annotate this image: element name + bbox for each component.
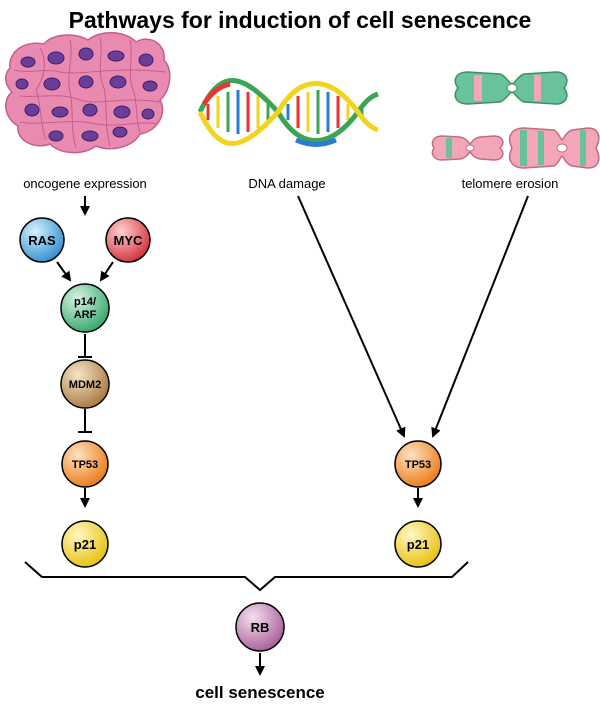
- node-tp53-left-label: TP53: [72, 459, 98, 471]
- chromosomes-illustration: [431, 71, 600, 169]
- node-mdm2-label: MDM2: [69, 379, 101, 391]
- chromosome-medium: [508, 127, 600, 169]
- node-tp53-right: TP53: [394, 440, 442, 488]
- source-label-oncogene: oncogene expression: [23, 176, 147, 191]
- chromosome-large: [454, 71, 568, 105]
- node-p21-right-label: p21: [407, 537, 429, 552]
- node-p21-left-label: p21: [74, 537, 96, 552]
- dna-helix-illustration: [197, 78, 379, 147]
- node-p14-label-line2: ARF: [74, 309, 97, 321]
- chromosome-small: [431, 135, 504, 161]
- outcome-cell-senescence: cell senescence: [195, 683, 324, 702]
- node-mdm2: MDM2: [60, 359, 110, 409]
- arrow-ras-to-p14: [56, 261, 72, 282]
- arrow-myc-to-p14: [99, 261, 114, 282]
- convergence-bracket: [24, 561, 469, 592]
- node-p21-left: p21: [61, 520, 109, 568]
- node-p21-right: p21: [394, 520, 442, 568]
- diagram-title: Pathways for induction of cell senescenc…: [69, 7, 532, 33]
- node-myc: MYC: [105, 217, 151, 263]
- node-tp53-left: TP53: [61, 440, 109, 488]
- node-myc-label: MYC: [114, 233, 144, 248]
- node-ras: RAS: [19, 217, 65, 263]
- cell-cluster-illustration: [5, 32, 171, 154]
- arrow-telomere-to-tp53: [431, 195, 529, 438]
- arrow-dna-to-tp53: [297, 195, 406, 438]
- source-label-dna-damage: DNA damage: [248, 176, 325, 191]
- node-p14-label-line1: p14/: [74, 296, 96, 308]
- node-p14-arf: p14/ ARF: [60, 283, 110, 333]
- node-rb-label: RB: [251, 620, 270, 635]
- node-rb: RB: [235, 602, 285, 652]
- source-label-telomere: telomere erosion: [462, 176, 559, 191]
- node-ras-label: RAS: [28, 233, 56, 248]
- node-tp53-right-label: TP53: [405, 459, 431, 471]
